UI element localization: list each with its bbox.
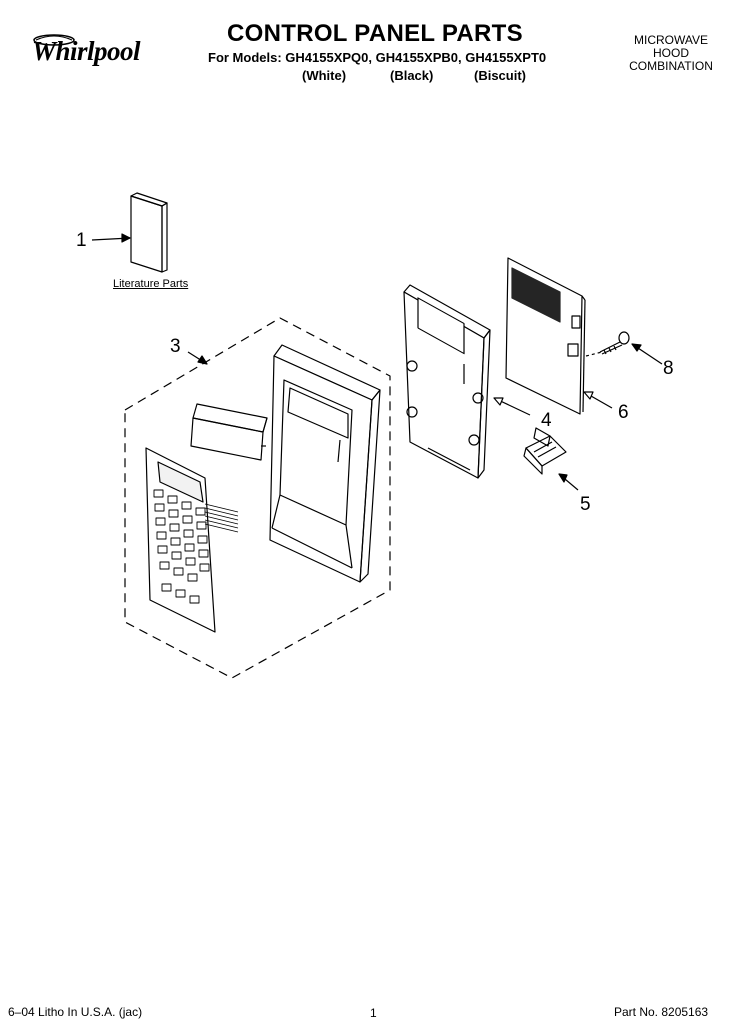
- connector-clip: [523, 427, 567, 475]
- whirlpool-logo: [14, 28, 164, 78]
- callout-5: 5: [580, 494, 591, 515]
- leader-line-4: [493, 397, 531, 416]
- mounting-screw: [585, 331, 630, 357]
- category-line: MICROWAVE: [634, 33, 708, 47]
- callout-1: 1: [76, 230, 87, 251]
- literature-booklet: [130, 192, 168, 273]
- leader-line-8: [631, 343, 663, 365]
- keypad-membrane: [145, 447, 239, 633]
- print-info: 6–04 Litho In U.S.A. (jac): [8, 1005, 143, 1019]
- callout-8: 8: [663, 358, 674, 379]
- product-category: MICROWAVE HOOD COMBINATION: [612, 34, 730, 73]
- callout-4: 4: [541, 410, 552, 431]
- model-list: For Models: GH4155XPQ0, GH4155XPB0, GH41…: [208, 50, 547, 65]
- variant-black: (Black): [390, 68, 434, 83]
- leader-line-3: [187, 351, 208, 365]
- variant-biscuit: (Biscuit): [474, 68, 526, 83]
- variant-white: (White): [302, 68, 347, 83]
- assembly-outline: [124, 317, 391, 679]
- page-number: 1: [370, 1006, 377, 1020]
- mounting-bracket: [403, 284, 491, 479]
- callout-6: 6: [618, 402, 629, 423]
- category-line: COMBINATION: [629, 59, 713, 73]
- leader-line-1: [91, 233, 131, 243]
- page-title: CONTROL PANEL PARTS: [227, 20, 523, 47]
- category-line: HOOD: [653, 46, 689, 60]
- control-panel-frame: [269, 344, 381, 583]
- leader-line-5: [558, 473, 579, 491]
- literature-parts-label: Literature Parts: [113, 278, 189, 290]
- callout-3: 3: [170, 336, 181, 357]
- circuit-board: [505, 257, 586, 415]
- display-window: [190, 403, 268, 461]
- part-number: Part No. 8205163: [614, 1005, 709, 1019]
- leader-line-6: [583, 391, 613, 409]
- brand-wordmark: Whirlpool: [32, 36, 141, 66]
